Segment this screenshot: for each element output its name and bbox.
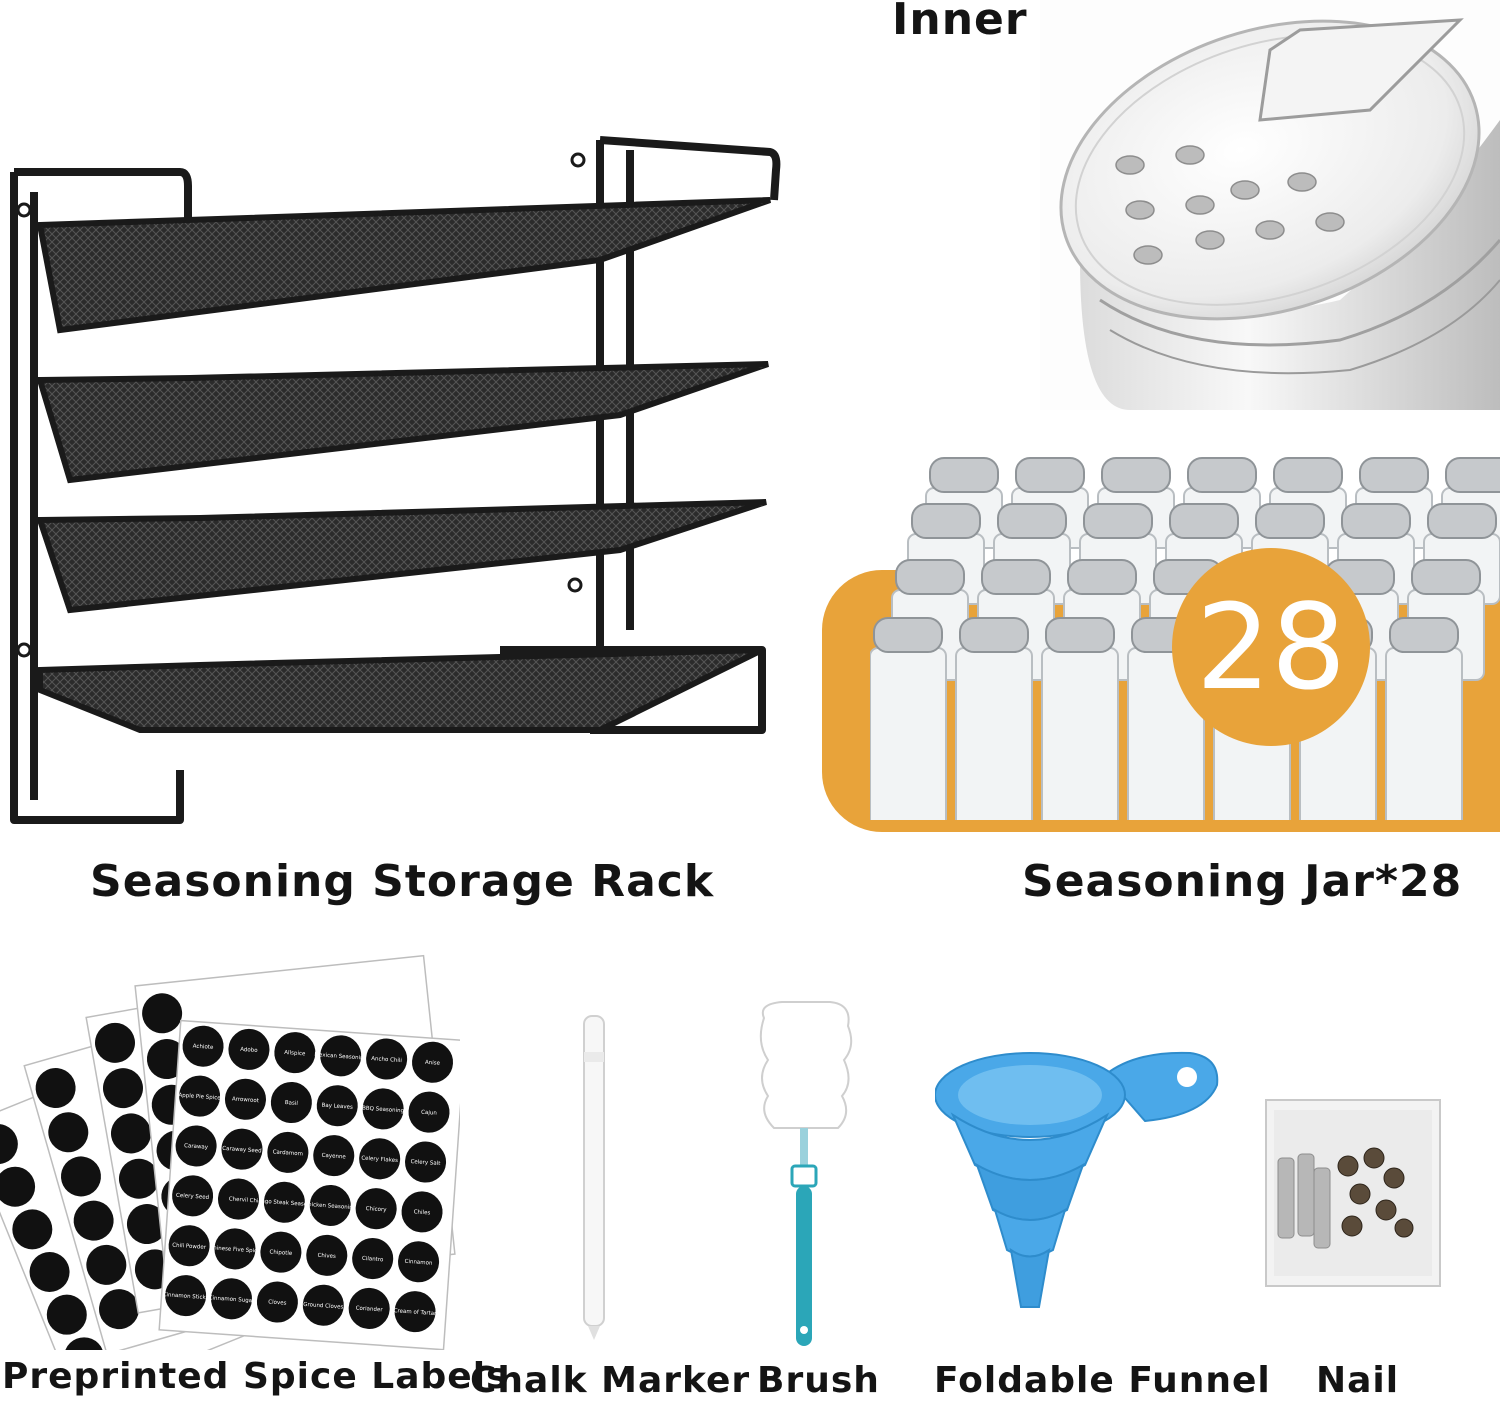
- spice-label: [227, 1027, 271, 1071]
- nail-bag-image: [1264, 1098, 1442, 1288]
- spice-label: [407, 1090, 451, 1134]
- spice-label: [171, 1174, 215, 1218]
- spice-labels-image: Achiote Adobo Allspice Mexican Seasoning Anc…: [0, 950, 460, 1350]
- spice-label-text: Ancho Chili: [371, 1056, 403, 1064]
- spice-label: [255, 1280, 299, 1324]
- spice-label-text: Ground Cloves: [303, 1302, 344, 1311]
- chalk-marker-image: [578, 1012, 610, 1342]
- spice-label-text: Caraway: [184, 1143, 209, 1151]
- spice-label: [315, 1084, 359, 1128]
- spice-label: [312, 1134, 356, 1178]
- spice-label-text: Cilantro: [362, 1256, 384, 1264]
- spice-label: [411, 1040, 455, 1084]
- spice-label-text: Celery Salt: [410, 1159, 441, 1167]
- spice-label-text: Chervil: [229, 1196, 249, 1203]
- funnel-caption: Foldable Funnel: [934, 1360, 1271, 1401]
- spice-label-text: Chicago Steak Seasoning: [249, 1198, 319, 1209]
- spice-label-text: Adobo: [240, 1047, 258, 1054]
- spice-label: [358, 1137, 402, 1181]
- spice-label: [167, 1224, 211, 1268]
- spice-label-text: Chiles: [413, 1209, 430, 1216]
- inner-cover-image: [1040, 0, 1500, 410]
- spice-label: [164, 1274, 208, 1318]
- spice-label-text: Apple Pie Spice: [178, 1093, 221, 1102]
- spice-label-text: Caraway Seed: [222, 1146, 262, 1155]
- jar-count-badge: 28: [1172, 548, 1370, 746]
- spice-label: [305, 1233, 349, 1277]
- spice-label: [404, 1140, 448, 1184]
- funnel-image: [935, 1045, 1220, 1315]
- brush-caption: Brush: [757, 1360, 880, 1401]
- spice-label-text: Allspice: [284, 1050, 306, 1058]
- spice-label-text: Mexican Seasoning: [314, 1052, 367, 1062]
- spice-label: [301, 1283, 345, 1327]
- spice-jar: [1041, 617, 1119, 820]
- spice-label-text: BBQ Seasoning: [362, 1105, 404, 1114]
- spice-label: [361, 1087, 405, 1131]
- spice-label-text: Bay Leaves: [321, 1103, 353, 1111]
- storage-rack-image: [0, 130, 790, 830]
- spice-label-text: Celery Seed: [176, 1193, 209, 1201]
- spice-label: [354, 1187, 398, 1231]
- spice-label-text: Arrowroot: [232, 1096, 260, 1104]
- spice-label-text: Achiote: [193, 1044, 215, 1051]
- spice-label: [262, 1180, 306, 1224]
- spice-label: [210, 1277, 254, 1321]
- spice-label-text: Cream of Tartar: [393, 1308, 437, 1317]
- spice-jar: [955, 617, 1033, 820]
- spice-label: [397, 1240, 441, 1284]
- spice-label: [174, 1124, 218, 1168]
- spice-label-text: Cinnamon: [404, 1259, 433, 1267]
- spice-label-text: Chipotle: [269, 1249, 293, 1257]
- spice-label: [223, 1077, 267, 1121]
- spice-label: [269, 1081, 313, 1125]
- spice-label: [259, 1230, 303, 1274]
- nail-caption: Nail: [1316, 1360, 1400, 1401]
- marker-caption: Chalk Marker: [470, 1360, 751, 1401]
- brush-image: [752, 998, 857, 1350]
- spice-label-text: Chicken Seasoning: [304, 1202, 356, 1212]
- rack-caption: Seasoning Storage Rack: [90, 856, 715, 907]
- spice-label: [213, 1227, 257, 1271]
- spice-label-text: Cayenne: [321, 1153, 346, 1161]
- spice-label-text: Cajun: [421, 1110, 438, 1117]
- jar-count-text: 28: [1195, 578, 1347, 716]
- spice-label-text: Coriander: [355, 1306, 383, 1314]
- spice-label-text: Cinnamon Sugar: [208, 1295, 255, 1304]
- spice-label-text: Chicory: [366, 1206, 388, 1213]
- spice-label: [266, 1130, 310, 1174]
- spice-label: [393, 1290, 437, 1334]
- spice-label: [181, 1024, 225, 1068]
- spice-label: [351, 1237, 395, 1281]
- spice-label: [365, 1037, 409, 1081]
- spice-label-text: Chinese Five Spice: [209, 1245, 261, 1255]
- spice-label-text: Cloves: [268, 1299, 287, 1306]
- spice-label-text: Basil: [285, 1100, 299, 1107]
- spice-label: [319, 1034, 363, 1078]
- spice-label: [400, 1190, 444, 1234]
- spice-label-text: Chives: [317, 1253, 336, 1260]
- spice-label: [178, 1074, 222, 1118]
- spice-label-text: Cinnamon Sticks: [162, 1292, 208, 1301]
- jar-caption: Seasoning Jar*28: [1022, 856, 1463, 907]
- spice-label-text: Anise: [425, 1060, 441, 1067]
- spice-label-text: Chili Powder: [172, 1243, 207, 1251]
- spice-label-text: Celery Flakes: [361, 1156, 398, 1165]
- spice-label-text: Cardamom: [272, 1149, 303, 1157]
- spice-label: [273, 1031, 317, 1075]
- spice-jar: [870, 617, 947, 820]
- spice-label: [347, 1286, 391, 1330]
- labels-caption: Preprinted Spice Labels: [2, 1356, 509, 1397]
- spice-jar: [1385, 617, 1463, 820]
- spice-label: [308, 1183, 352, 1227]
- spice-label: [220, 1127, 264, 1171]
- spice-label: [216, 1177, 260, 1221]
